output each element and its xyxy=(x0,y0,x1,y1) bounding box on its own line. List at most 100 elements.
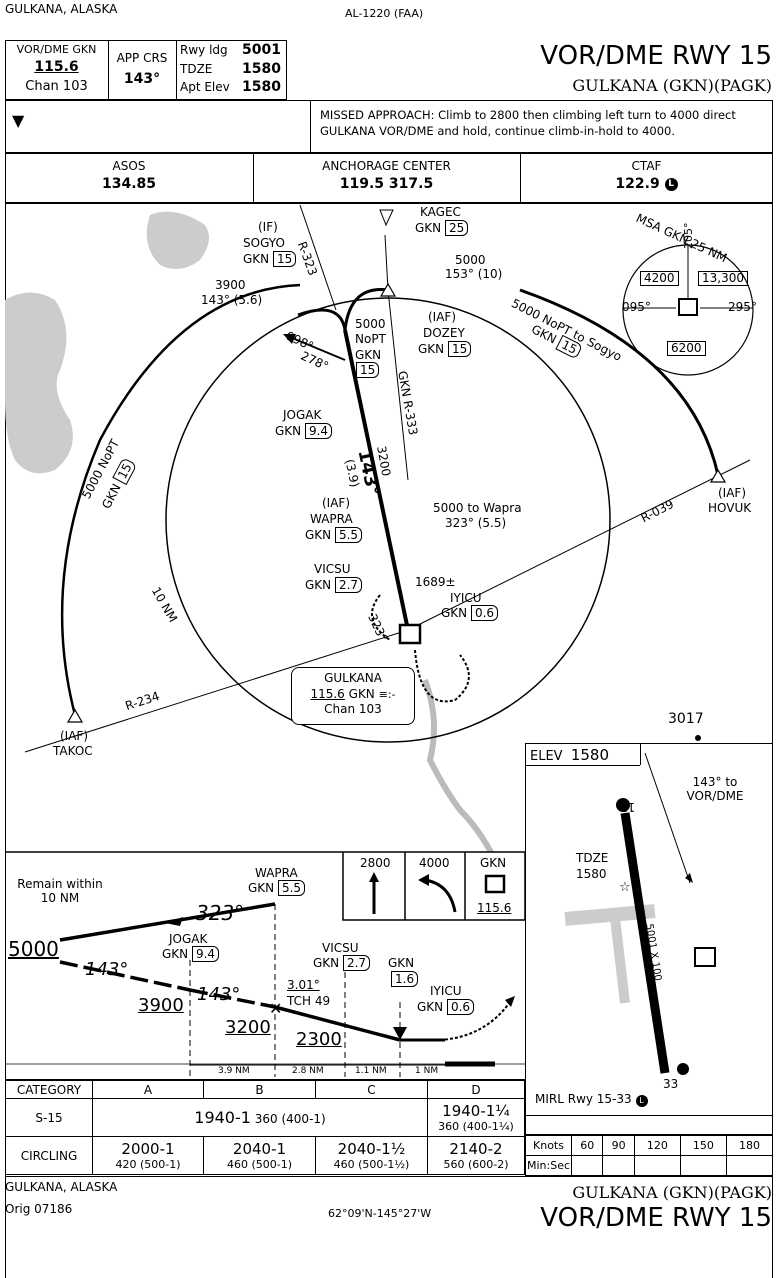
profile-wapra-dme: GKN 5.5 xyxy=(248,880,306,896)
runway-15-33 xyxy=(620,812,670,1074)
tdze-elev: 1580 xyxy=(576,867,607,881)
takoc-iaf: (IAF) xyxy=(60,729,89,743)
profile-wapra: WAPRA xyxy=(255,866,298,880)
footer-coords: 62°09'N-145°27'W xyxy=(328,1207,432,1220)
navaid-freq-row: 115.6 GKN ≡:- xyxy=(310,686,396,701)
center-frequency: 119.5 317.5 xyxy=(339,176,434,192)
wapra-dme: GKN 5.5 xyxy=(305,527,363,543)
water-lake-1 xyxy=(146,211,209,269)
kagec-dme: GKN 25 xyxy=(415,220,469,236)
final-approach-course xyxy=(343,329,410,631)
jogak-dme: GKN 9.4 xyxy=(275,423,333,439)
profile-crs-143a: 143° xyxy=(85,959,129,980)
missed-fix-freq: 115.6 xyxy=(477,901,512,915)
s15-label: S-15 xyxy=(5,1098,93,1137)
vicsu-dme: GKN 2.7 xyxy=(305,577,363,593)
footer-location: GULKANA, ALASKA xyxy=(5,1180,118,1194)
runway-15-light-icon xyxy=(616,798,630,812)
apt-elev-label: Apt Elev xyxy=(180,80,230,94)
hovuk-iaf: (IAF) xyxy=(718,486,747,500)
tdze-value: 1580 xyxy=(242,61,281,77)
holding-pattern xyxy=(284,334,346,361)
dozey-fix-icon xyxy=(379,282,397,297)
app-crs-label: APP CRS xyxy=(116,51,168,65)
nopt-gkn: GKN xyxy=(355,348,382,362)
nav-label: VOR/DME GKN xyxy=(16,43,97,56)
minimums-table: CATEGORY A B C D S-15 1940-1 360 (400-1)… xyxy=(5,1080,525,1175)
cat-c: C xyxy=(315,1080,428,1099)
msa-sector-nw: 4200 xyxy=(640,271,679,287)
profile-view xyxy=(5,852,525,1080)
profile-gkn-dme: 1.6 xyxy=(391,971,419,987)
profile-iyicu: IYICU xyxy=(430,984,462,998)
ctaf-label: CTAF xyxy=(631,159,662,173)
navaid-chan: Chan 103 xyxy=(324,702,382,717)
distance-seg-1: 3.9 NM xyxy=(218,1066,250,1076)
vor-holding-icon xyxy=(484,874,506,894)
msa-bearing-north: 205° xyxy=(682,222,695,250)
knots-180: 180 xyxy=(725,1135,774,1156)
outbound-323-line xyxy=(59,902,276,942)
asos-label: ASOS xyxy=(112,159,146,173)
tch: TCH 49 xyxy=(287,994,331,1008)
runway-15-label: 15 xyxy=(620,800,636,815)
iyicu-label: IYICU xyxy=(450,591,482,605)
profile-alt-2300: 2300 xyxy=(296,1029,342,1050)
plan-view-frame xyxy=(5,203,773,1278)
profile-crs-323: 323° xyxy=(196,901,245,925)
remain-within: Remain within 10 NM xyxy=(17,877,103,906)
vor-bearing-line xyxy=(644,752,691,884)
profile-alt-3200: 3200 xyxy=(225,1017,271,1038)
kagec-route-alt: 5000 xyxy=(455,253,486,267)
msa-vor-icon xyxy=(678,298,698,316)
ctaf-frequency: 122.9 L xyxy=(520,176,773,192)
gulkana-vor-icon xyxy=(398,623,422,645)
r234-radial xyxy=(24,629,409,753)
missed-approach-text: MISSED APPROACH: Climb to 2800 then clim… xyxy=(320,108,736,138)
missed-approach-row xyxy=(5,100,773,153)
kagec-route xyxy=(384,234,389,291)
inbound-143-line xyxy=(59,960,191,992)
missed-approach-path xyxy=(414,649,470,703)
r039-radial xyxy=(407,459,751,631)
water-lake-2 xyxy=(5,292,73,474)
missed-turn-alt: 4000 xyxy=(419,856,450,870)
kagec-route-crs: 153° (10) xyxy=(445,267,503,281)
sogyo-route-alt: 3900 xyxy=(215,278,246,292)
sogyo-route-crs: 143° (5.6) xyxy=(201,293,263,307)
wapra-iaf: (IAF) xyxy=(322,496,351,510)
map-arrow-icon xyxy=(393,1027,407,1040)
profile-graphics: ✕ xyxy=(5,852,525,1077)
navaid-box: GULKANA 115.6 GKN ≡:- Chan 103 xyxy=(291,667,415,725)
footer-title: VOR/DME RWY 15 xyxy=(540,1203,772,1233)
tdze-label: TDZE xyxy=(576,851,609,865)
knots-label: Knots xyxy=(525,1135,572,1156)
dozey-iaf: (IAF) xyxy=(428,310,457,324)
spot-elevation: 3017 xyxy=(668,711,704,727)
missed-climb-alt: 2800 xyxy=(360,856,391,870)
vdp-icon: ✕ xyxy=(269,999,282,1018)
apt-elev: 1580 xyxy=(242,79,281,95)
final-descent-line xyxy=(274,1005,401,1042)
cat-b: B xyxy=(203,1080,316,1099)
asos-frequency: 134.85 xyxy=(101,176,157,192)
takoc-label: TAKOC xyxy=(53,744,93,758)
hovuk-arc xyxy=(519,288,720,476)
vicsu-label: VICSU xyxy=(314,562,351,576)
pilot-controlled-lighting-icon: L xyxy=(664,177,678,191)
takoc-fix-icon xyxy=(66,708,84,723)
msa-bearing-east: 295° xyxy=(728,300,757,314)
app-crs: 143° xyxy=(123,71,161,87)
tdze-marker-icon: ☆ xyxy=(619,880,631,895)
knots-60: 60 xyxy=(570,1135,604,1156)
airport-diagram xyxy=(525,743,773,1135)
speed-table: Knots 60 90 120 150 180 Min:Sec xyxy=(525,1135,774,1176)
missed-fix: GKN xyxy=(480,856,507,870)
kagec-fix-icon xyxy=(379,209,394,227)
distance-seg-4: 1 NM xyxy=(415,1066,439,1076)
briefing-strip xyxy=(5,40,287,100)
knots-150: 150 xyxy=(679,1135,727,1156)
